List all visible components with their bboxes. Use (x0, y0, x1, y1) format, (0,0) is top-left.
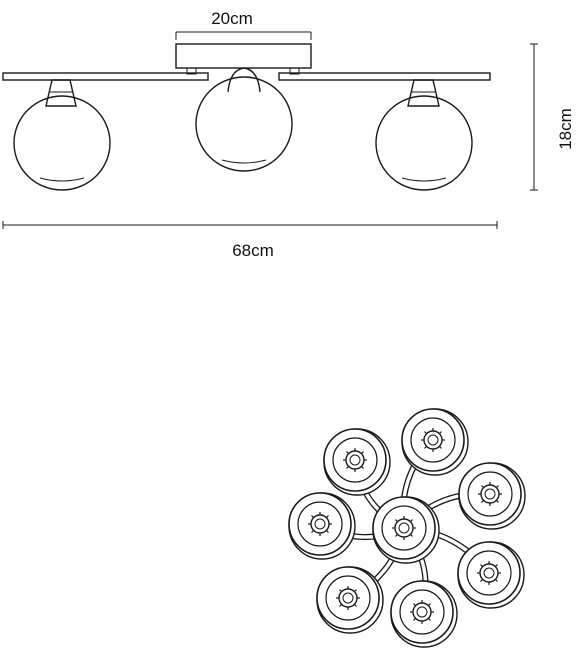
socket-tooth (311, 529, 315, 533)
bulb-socket (423, 430, 443, 450)
top-plan-view (288, 408, 526, 648)
socket-tooth (409, 519, 413, 523)
socket-tooth (480, 564, 484, 568)
socket-tooth (409, 533, 413, 537)
bulb-socket-inner (483, 567, 495, 579)
shade-inner-ring (466, 550, 512, 596)
shade-inner-ring (399, 589, 445, 635)
socket-tooth (424, 445, 428, 449)
bulb-socket-inner (342, 592, 354, 604)
bulb-socket-inner (349, 454, 361, 466)
bulb-socket-inner (314, 518, 326, 530)
socket-tooth (360, 465, 364, 469)
width-label: 20cm (211, 9, 253, 28)
socket-tooth (353, 589, 357, 593)
shade-inner-ring (297, 501, 343, 547)
socket-tooth (360, 451, 364, 455)
socket-tooth (339, 589, 343, 593)
socket-tooth (325, 529, 329, 533)
width-dimension: 20cm (175, 9, 312, 40)
socket-tooth (413, 603, 417, 607)
bulb-socket-inner (398, 522, 410, 534)
height-dimension: 18cm (530, 43, 575, 191)
socket-tooth (311, 515, 315, 519)
socket-tooth (346, 465, 350, 469)
side-elevation-view: 20cm (2, 9, 575, 260)
bulb-socket (310, 514, 330, 534)
shade-inner-ring (410, 417, 456, 463)
length-label: 68cm (232, 241, 274, 260)
bulb-socket (394, 518, 414, 538)
bulb-socket-inner (416, 606, 428, 618)
socket-tooth (395, 519, 399, 523)
canopy-connector (186, 67, 197, 75)
socket-tooth (495, 499, 499, 503)
shade-inner-ring (332, 437, 378, 483)
globe-shade-right (375, 79, 473, 191)
socket-tooth (427, 603, 431, 607)
globe-shade-center (195, 67, 293, 172)
globe-shade-left (13, 79, 111, 191)
bulb-socket (345, 450, 365, 470)
socket-tooth (438, 445, 442, 449)
socket-tooth (480, 578, 484, 582)
shade-inner-ring (325, 575, 371, 621)
socket-tooth (395, 533, 399, 537)
bulb-socket-inner (484, 488, 496, 500)
socket-tooth (481, 485, 485, 489)
ceiling-canopy (175, 43, 312, 69)
socket-tooth (325, 515, 329, 519)
socket-tooth (438, 431, 442, 435)
socket-tooth (481, 499, 485, 503)
bulb-socket (479, 563, 499, 583)
shade-inner-ring (381, 505, 427, 551)
socket-tooth (494, 564, 498, 568)
socket-tooth (339, 603, 343, 607)
socket-tooth (494, 578, 498, 582)
socket-tooth (495, 485, 499, 489)
socket-tooth (424, 431, 428, 435)
socket-tooth (427, 617, 431, 621)
bulb-socket (480, 484, 500, 504)
bulb-socket (412, 602, 432, 622)
socket-tooth (346, 451, 350, 455)
length-dimension: 68cm (2, 221, 498, 260)
lamp-arm (2, 72, 491, 81)
socket-tooth (413, 617, 417, 621)
canopy-connector (289, 67, 300, 75)
bulb-socket-inner (427, 434, 439, 446)
bulb-socket (338, 588, 358, 608)
shade-inner-ring (467, 471, 513, 517)
height-label: 18cm (556, 108, 575, 150)
socket-tooth (353, 603, 357, 607)
